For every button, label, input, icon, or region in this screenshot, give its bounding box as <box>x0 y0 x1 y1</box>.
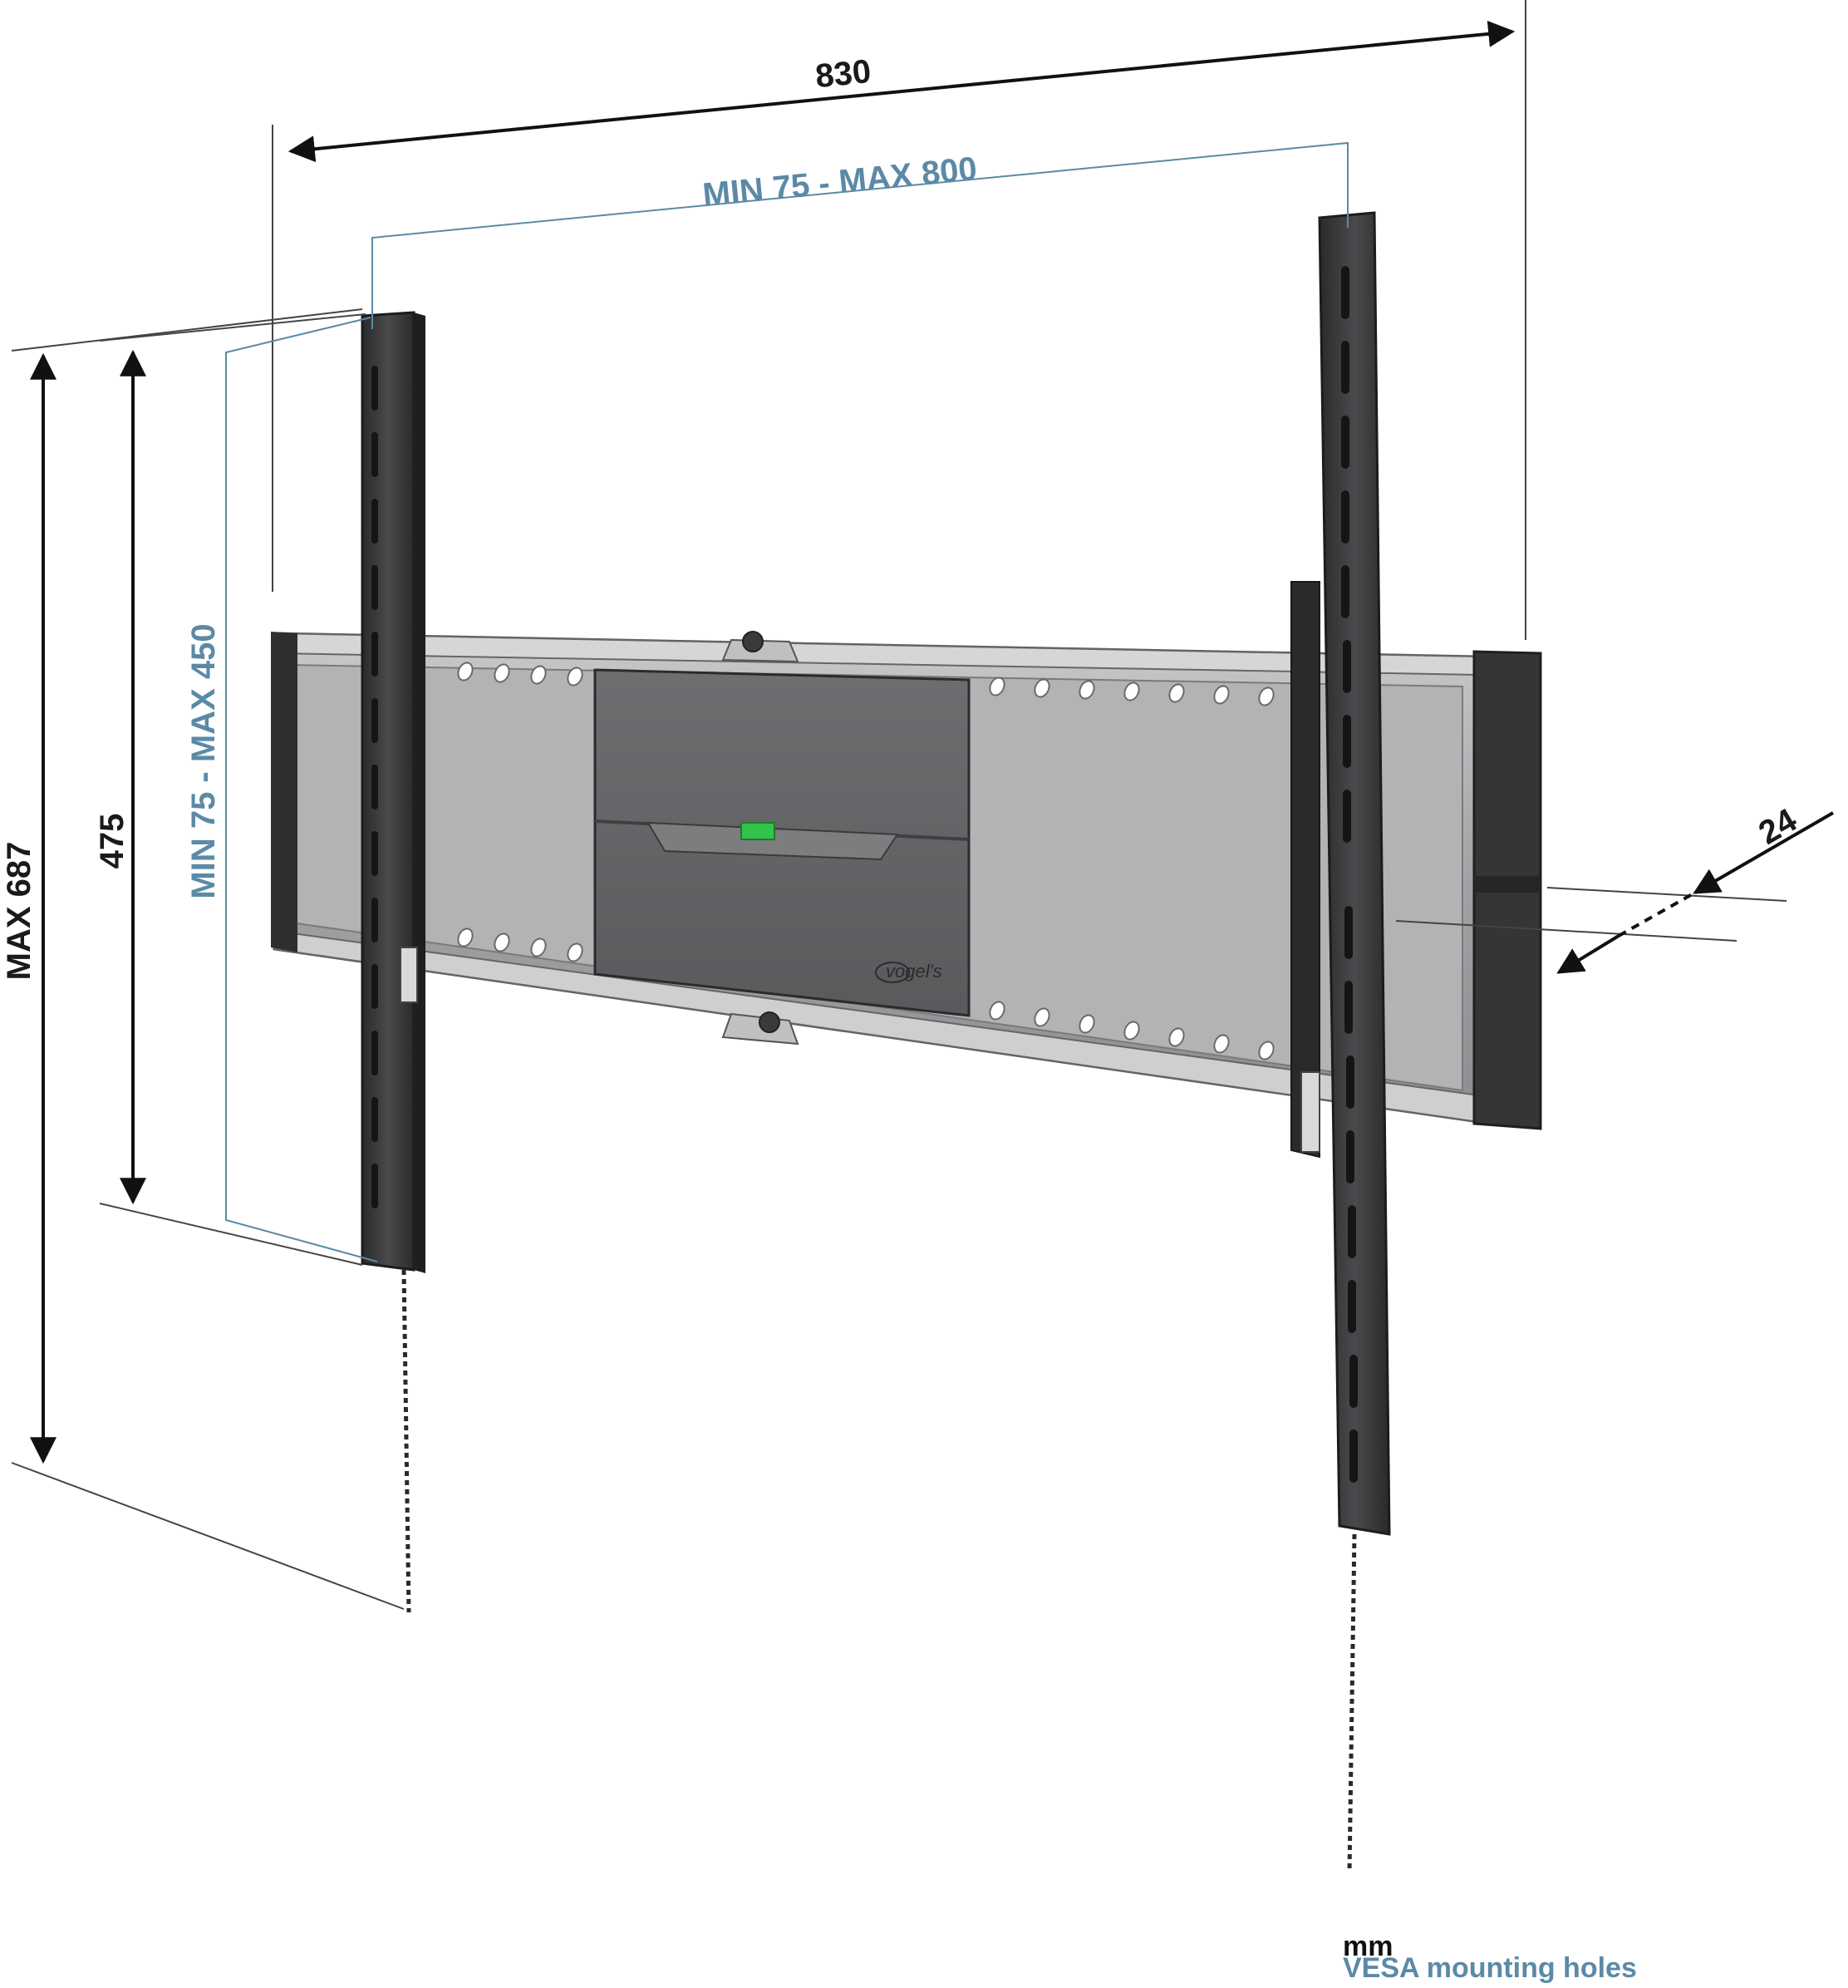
screw-top <box>742 631 764 652</box>
rail-hole <box>457 662 474 682</box>
dimension-vesa-vertical: MIN 75 - MAX 450 <box>185 317 378 1262</box>
dimension-height: 475 <box>94 313 366 1266</box>
spirit-level-housing <box>646 821 899 861</box>
vogels-logo-icon: vogel's <box>875 961 942 983</box>
rail-hole <box>1123 1021 1140 1041</box>
extension-line <box>1546 887 1787 902</box>
dimension-overall-width: 830 <box>272 0 1526 640</box>
right-vertical-bracket <box>1290 211 1391 1872</box>
rail-hole <box>1079 1014 1095 1034</box>
label-830: 830 <box>813 53 872 95</box>
rail-hole <box>1258 686 1275 706</box>
rail-hole <box>494 932 510 952</box>
rail-hole <box>989 1001 1005 1021</box>
rail-hole <box>1258 1041 1275 1060</box>
label-vesa-vertical: MIN 75 - MAX 450 <box>185 623 222 898</box>
extension-line <box>11 1462 405 1610</box>
rail-hole <box>1213 685 1230 705</box>
rail-hole <box>989 677 1005 696</box>
rail-hole <box>1123 682 1140 701</box>
label-vesa-horizontal: MIN 75 - MAX 800 <box>701 150 979 214</box>
extension-line <box>1395 920 1737 942</box>
rail-hole <box>567 667 583 686</box>
rail-hole <box>530 937 547 957</box>
rail-hole <box>567 942 583 962</box>
vesa-bracket-line <box>225 317 378 1262</box>
right-bracket-arm <box>1318 211 1391 1536</box>
rail-hole <box>1213 1034 1230 1054</box>
right-bracket-flange <box>1290 581 1320 1159</box>
dimension-max-height: MAX 687 <box>1 308 405 1610</box>
arrow-line <box>288 20 1516 163</box>
svg-text:vogel's: vogel's <box>886 961 942 982</box>
rail-hole <box>530 665 547 685</box>
extension-line <box>11 308 363 352</box>
right-bracket-clip <box>1300 1071 1320 1153</box>
rail-hole <box>1168 1027 1185 1047</box>
rail-hole <box>494 663 510 683</box>
left-bracket-clip <box>400 947 418 1003</box>
rail-screws <box>721 631 799 1046</box>
legend-vesa: VESA mounting holes <box>1343 1952 1637 1984</box>
extension-line <box>99 313 366 342</box>
rail-hole <box>457 928 474 947</box>
screw-bracket-top <box>721 638 799 663</box>
left-bracket-arm <box>361 311 415 1272</box>
rail-hole <box>1168 683 1185 703</box>
left-bracket-wire <box>401 1269 411 1613</box>
screw-bottom <box>759 1011 780 1033</box>
arrow-line <box>1693 811 1835 894</box>
rail-hole <box>1079 680 1095 700</box>
left-bracket-slots <box>371 366 378 1208</box>
dimension-vesa-horizontal: MIN 75 - MAX 800 <box>371 141 1349 329</box>
left-vertical-bracket <box>361 311 425 1613</box>
arrow-line <box>1556 934 1620 974</box>
rail-hole <box>1034 678 1050 698</box>
center-cover-plate: vogel's <box>593 668 971 1017</box>
rail-holes <box>457 662 1275 1060</box>
rail-right-cap-notch <box>1474 876 1541 893</box>
rail-left-end-cap <box>271 632 297 952</box>
rail-hole <box>1034 1007 1050 1027</box>
arrow-line-dashed <box>1618 891 1696 937</box>
label-24: 24 <box>1752 801 1803 852</box>
left-bracket-flange <box>414 312 425 1273</box>
right-bracket-slots <box>1341 266 1358 1483</box>
extension-line <box>99 1203 363 1266</box>
label-max-687: MAX 687 <box>1 842 37 981</box>
right-bracket-wire <box>1347 1533 1357 1872</box>
label-475: 475 <box>94 814 130 869</box>
spirit-level-icon <box>740 822 775 840</box>
vesa-bracket-line <box>371 141 1349 329</box>
legend-unit: mm <box>1343 1931 1393 1962</box>
